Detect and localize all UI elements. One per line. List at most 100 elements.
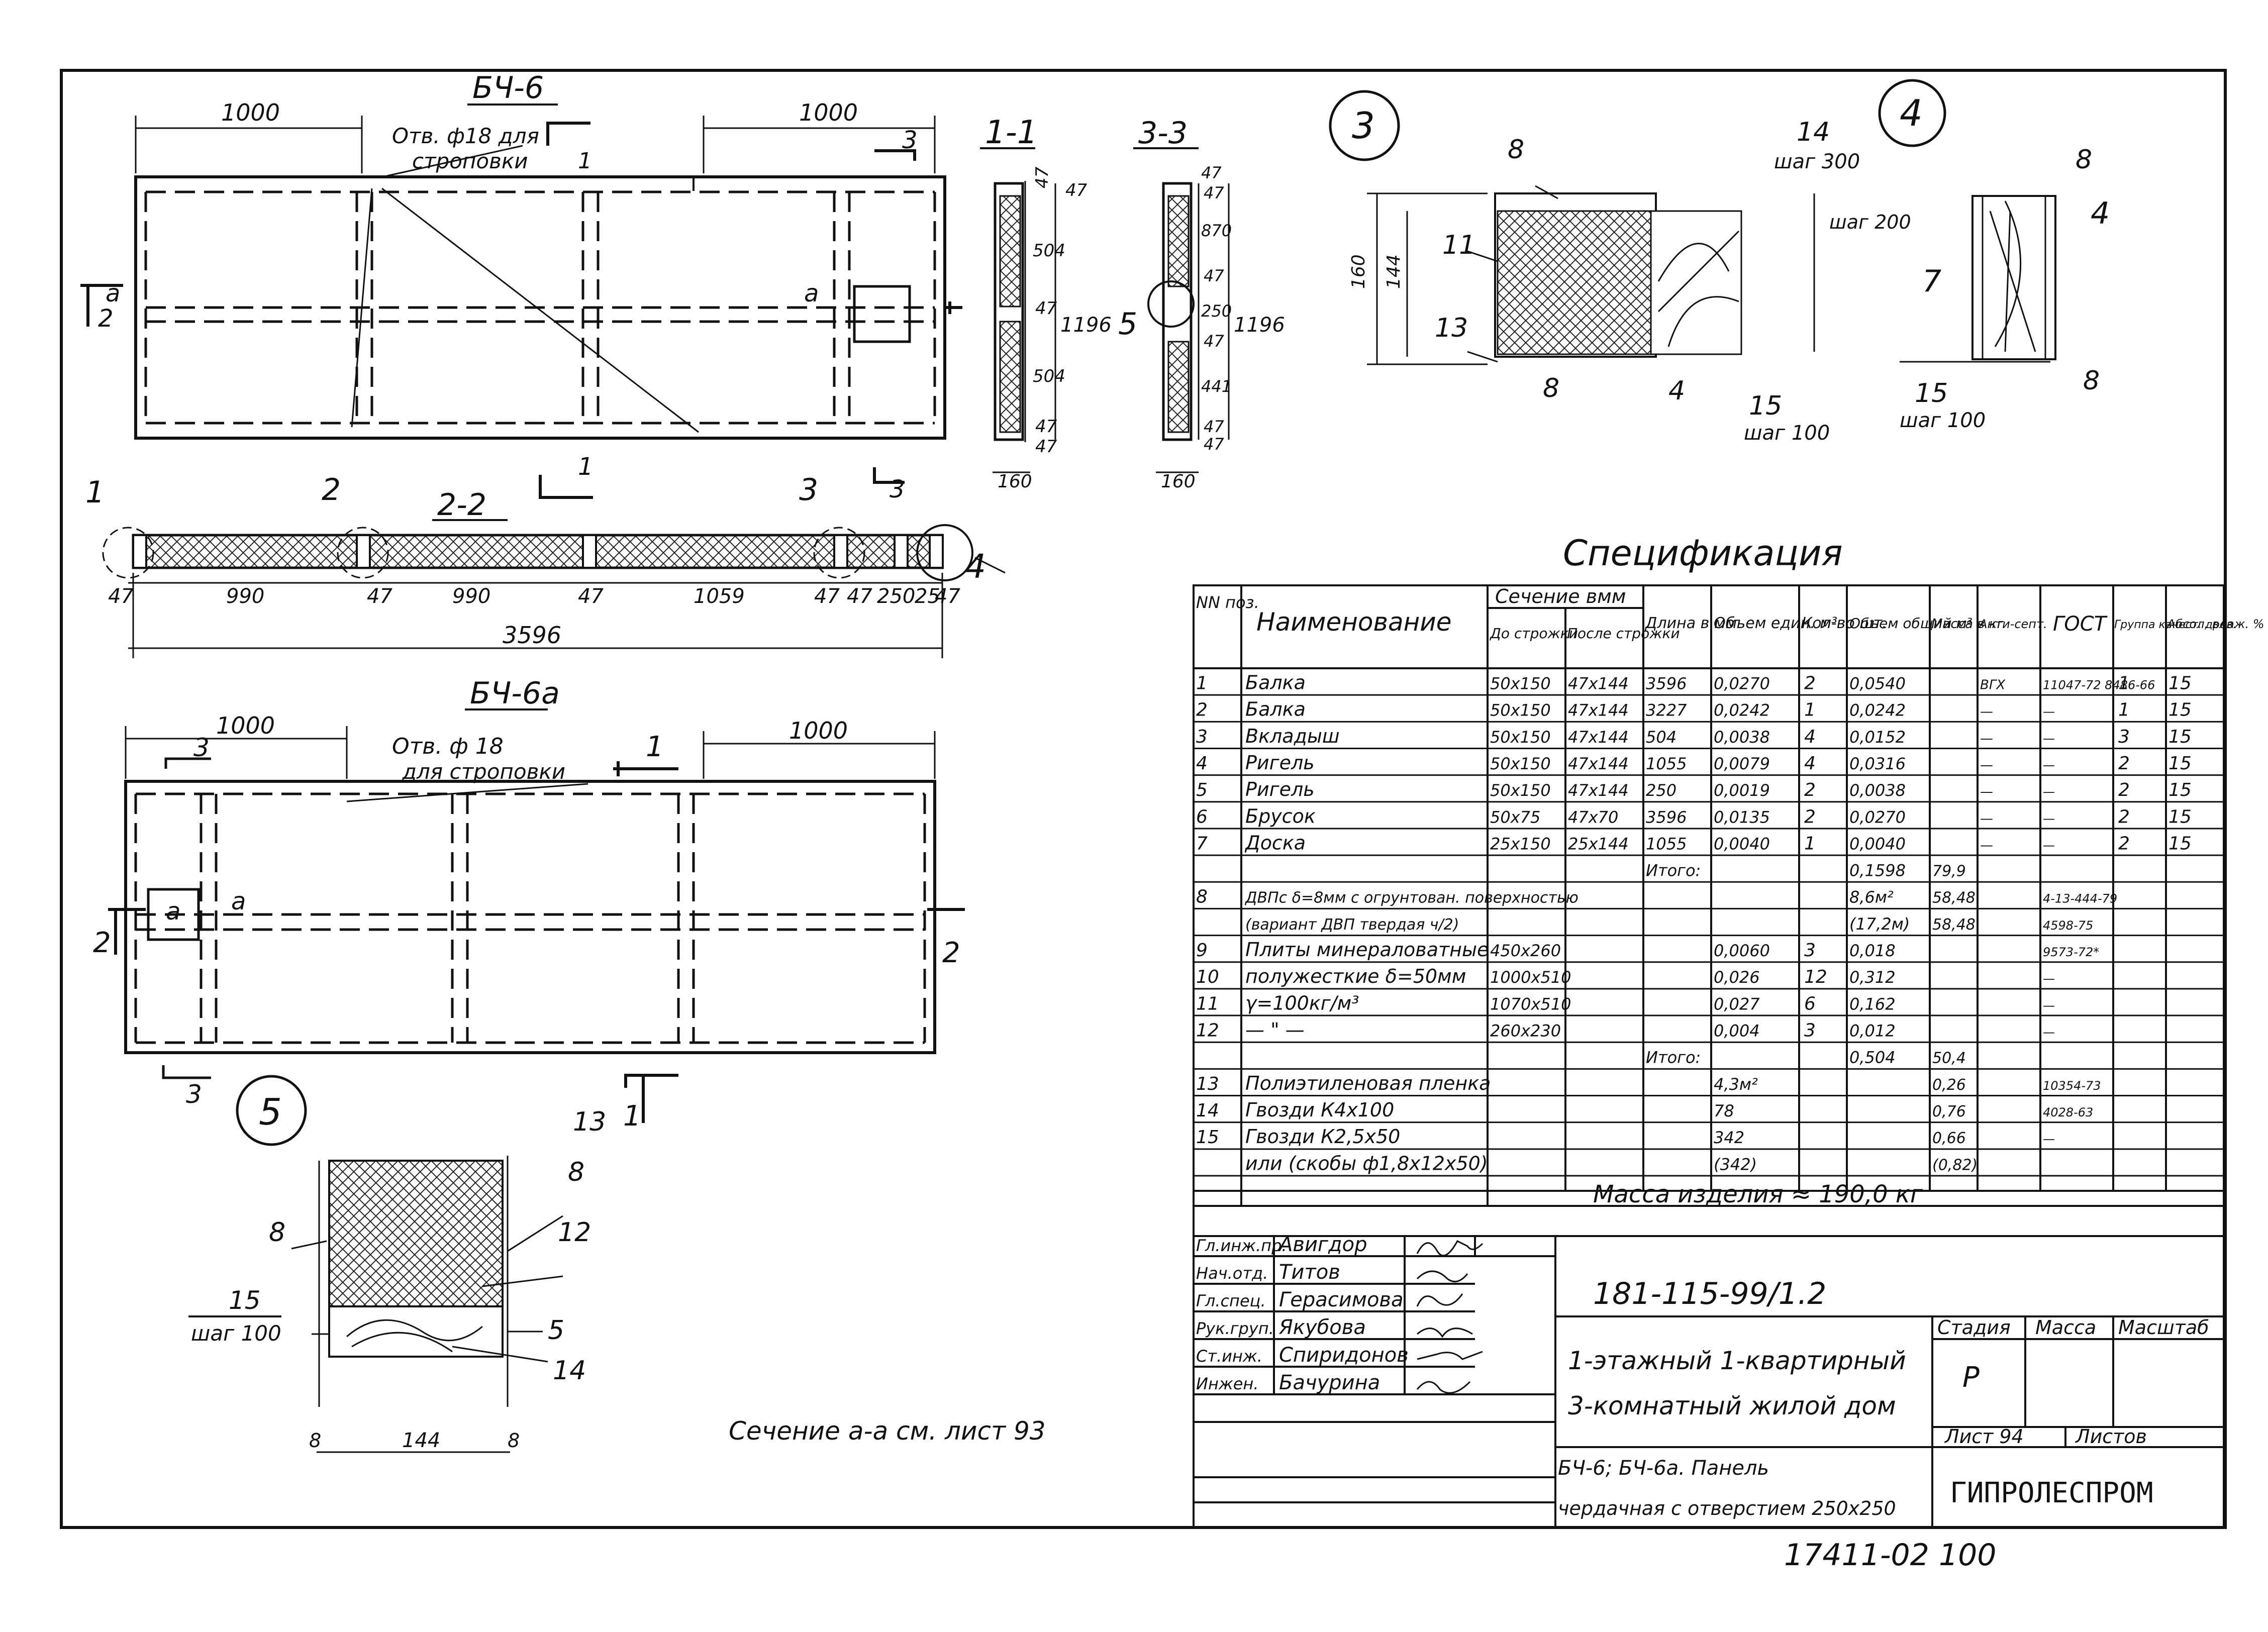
spec-cell: 15 <box>2168 673 2192 693</box>
section-mark-1-bottom: 1 <box>578 453 594 481</box>
spec-cell: 4 <box>1804 727 1816 747</box>
detail-3-dim-144: 144 <box>1384 254 1404 289</box>
spec-h-pos: NN поз. <box>1196 593 1259 612</box>
stamp-sheet: Лист 94 <box>1944 1425 2024 1448</box>
spec-cell: 15 <box>2168 780 2192 800</box>
spec-h-sec-after: После строжки <box>1567 625 1680 642</box>
spec-cell: — <box>1980 731 1993 746</box>
spec-cell: — <box>1980 784 1993 799</box>
spec-cell: 1 <box>1196 673 1208 693</box>
d5-label-15: 15 <box>229 1286 261 1315</box>
panel-b4-6-title: БЧ-6 <box>472 70 544 106</box>
dim-2-2-4: 47 <box>578 585 604 608</box>
spec-cell: или (скобы ф1,8x12x50) <box>1245 1152 1488 1174</box>
spec-cell: Балка <box>1245 671 1306 693</box>
spec-cell: 11047-72 8486-66 <box>2043 678 2155 692</box>
spec-cell: 50x75 <box>1490 807 1540 827</box>
d3-label-8-top: 8 <box>1508 135 1524 165</box>
spec-cell: 12 <box>1196 1021 1219 1041</box>
spec-cell: 9 <box>1196 940 1208 961</box>
spec-cell: 450x260 <box>1490 941 1561 960</box>
spec-cell: 4028-63 <box>2043 1105 2093 1119</box>
spec-h-sec-before: До строжки <box>1489 625 1578 642</box>
spec-cell: 1 <box>2118 673 2130 693</box>
spec-cell: 250 <box>1646 781 1677 800</box>
spec-cell: 50x150 <box>1490 728 1551 747</box>
section-3-3-title: 3-3 <box>1138 116 1188 151</box>
spec-cell: 14 <box>1196 1100 1219 1121</box>
spec-cell: 0,504 <box>1849 1048 1896 1067</box>
d3-shag-300: шаг 300 <box>1774 150 1860 173</box>
spec-cell: 3 <box>1196 727 1208 747</box>
hole6a-note-1: Отв. ф 18 <box>392 734 504 759</box>
section-mark-2-left: 2 <box>98 304 114 333</box>
detail-5 <box>236 1075 563 1453</box>
d4-label-8-top: 8 <box>2076 145 2092 175</box>
spec-cell: полужесткие δ=50мм <box>1245 965 1466 987</box>
spec-row-lines <box>1194 694 2224 1177</box>
d5-label-8-right: 8 <box>568 1157 584 1187</box>
spec-cell: 15 <box>2168 833 2192 854</box>
spec-cell: 3596 <box>1646 807 1687 827</box>
spec-cell: ДВПс δ=8мм с огрунтован. поверхностью <box>1244 889 1579 907</box>
spec-cell: — <box>1980 758 1993 773</box>
spec-cell: 11 <box>1196 993 1219 1014</box>
spec-cell: ВГХ <box>1980 677 2006 692</box>
spec-cell: 4-13-444-79 <box>2043 892 2117 906</box>
d5-label-12: 12 <box>558 1217 591 1248</box>
spec-h-vol-unit: Объем един. м³ <box>1714 615 1837 632</box>
stamp-project-1: 1-этажный 1-квартирный <box>1568 1346 1906 1375</box>
spec-cell: 47x70 <box>1568 807 1618 827</box>
spec-cell: — <box>2043 705 2055 719</box>
spec-cell: 50x150 <box>1490 754 1551 773</box>
spec-cell: — <box>2043 732 2055 746</box>
s11-width: 160 <box>998 471 1032 492</box>
d4-label-7: 7 <box>1922 264 1941 299</box>
spec-cell: — <box>2043 838 2055 852</box>
spec-cell: 1 <box>1804 700 1816 721</box>
sec6a-3-bottom: 3 <box>186 1080 202 1109</box>
spec-cell: 58,48 <box>1932 889 1976 907</box>
spec-cell: 260x230 <box>1490 1022 1561 1041</box>
spec-cell: — <box>2043 758 2055 772</box>
spec-cell: γ=100кг/м³ <box>1245 992 1359 1014</box>
spec-h-name: Наименование <box>1256 607 1452 637</box>
spec-cell: 79,9 <box>1932 863 1966 880</box>
spec-cell: 15 <box>2168 700 2192 721</box>
sec6a-1-bottom: 1 <box>623 1100 641 1133</box>
callout-4: 4 <box>965 547 986 586</box>
stamp-name-5: Бачурина <box>1279 1371 1380 1394</box>
detail-3-num: 3 <box>1352 105 1375 147</box>
d4-label-4: 4 <box>2091 196 2110 231</box>
spec-cell: 15 <box>2168 753 2192 774</box>
spec-cell: 504 <box>1646 728 1677 747</box>
dim-2-2-0: 47 <box>108 585 134 608</box>
spec-cell: 8 <box>1196 887 1208 907</box>
spec-cell: 0,162 <box>1849 994 1896 1013</box>
spec-cell: Гвозди К2,5x50 <box>1245 1126 1400 1148</box>
spec-cell: 78 <box>1714 1101 1734 1120</box>
spec-cell: 0,0038 <box>1714 728 1770 747</box>
spec-cell: 2 <box>1196 700 1208 721</box>
section-2-2-title: 2-2 <box>437 487 486 523</box>
spec-cell: 0,0060 <box>1714 941 1770 960</box>
s11-d5: 47 <box>1035 417 1057 437</box>
spec-cell: 6 <box>1804 993 1816 1014</box>
spec-cell: 0,1598 <box>1849 861 1906 880</box>
spec-cell: 0,0242 <box>1849 701 1906 720</box>
spec-h-sec: Сечение вмм <box>1495 585 1626 607</box>
detail-3-dim-160: 160 <box>1348 254 1369 289</box>
spec-cell: (вариант ДВП твердая ч/2) <box>1245 916 1459 934</box>
spec-cell: Балка <box>1245 698 1306 721</box>
s33-d1: 47 <box>1204 183 1224 202</box>
s11-d4: 504 <box>1033 366 1065 386</box>
spec-cell: 342 <box>1714 1128 1744 1147</box>
stamp-stage: Р <box>1962 1361 1980 1394</box>
detail-3 <box>1329 90 1815 365</box>
title-block <box>1193 1235 2225 1528</box>
stamp-desc-2: чердачная с отверстием 250x250 <box>1558 1497 1896 1519</box>
d3-label-13: 13 <box>1435 313 1468 343</box>
dim-2-2-9: 25 <box>915 585 940 608</box>
spec-cell: 0,004 <box>1714 1022 1760 1041</box>
